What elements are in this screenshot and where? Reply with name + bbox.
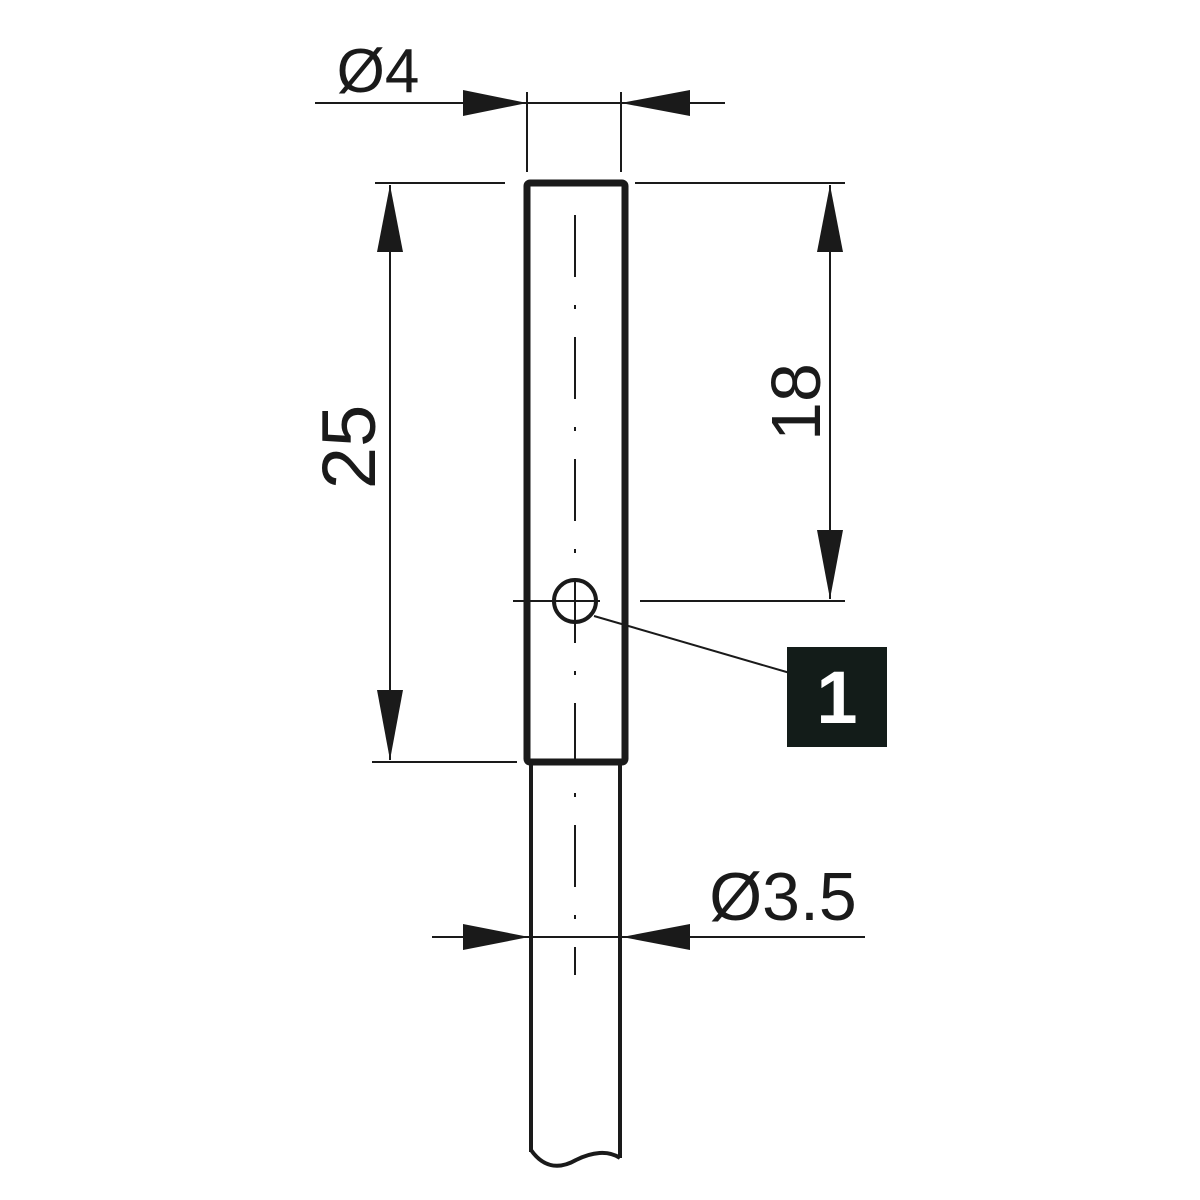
body-length-label: 25 [307, 405, 392, 490]
cable [529, 764, 622, 1168]
body-diameter-dimension: Ø4 [315, 37, 725, 172]
body-diameter-arrow-right [621, 90, 690, 116]
callout-leader [593, 615, 791, 674]
sensing-distance-dimension: 18 [635, 182, 845, 602]
body-diameter-label: Ø4 [337, 37, 420, 106]
body-diameter-arrow-left [463, 90, 527, 116]
body-length-arrow-bottom [377, 690, 403, 760]
cable-diameter-label: Ø3.5 [709, 859, 856, 935]
sensing-distance-arrow-top [817, 185, 843, 252]
callout-box [787, 647, 887, 747]
sensing-point-circle [552, 578, 598, 624]
cable-diameter-arrow-right [622, 924, 690, 950]
body-length-arrow-top [377, 185, 403, 252]
sensing-distance-arrow-bottom [817, 530, 843, 599]
cable-break-line [529, 1148, 622, 1168]
cable-diameter-arrow-left [463, 924, 529, 950]
cable-diameter-dimension: Ø3.5 [432, 859, 865, 950]
body-length-dimension: 25 [307, 182, 517, 763]
callout-label: 1 [816, 656, 857, 739]
sensing-distance-label: 18 [757, 363, 835, 441]
